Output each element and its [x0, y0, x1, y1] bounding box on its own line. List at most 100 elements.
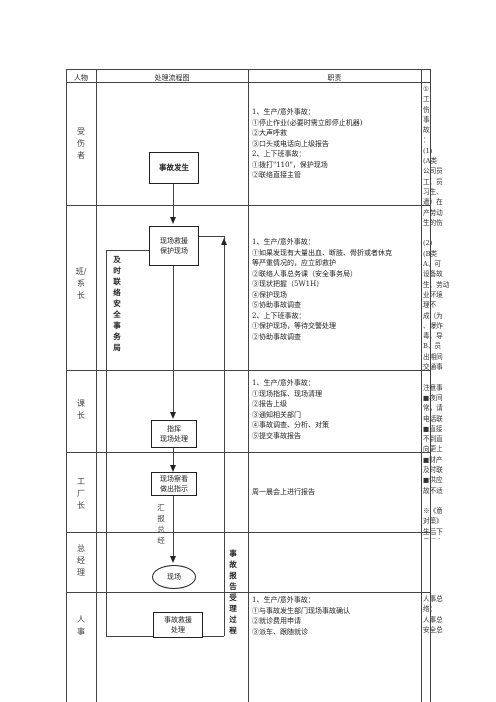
notes-line: A、可: [423, 260, 441, 269]
duty-plant-manager: 周一晨会上进行报告: [252, 488, 315, 496]
notes-line: [423, 228, 496, 238]
notes-line: (A类: [423, 157, 437, 166]
duty-hr-line: ③派车、跟随就诊: [252, 627, 308, 636]
duty-section-line: ③通知相关部门: [252, 410, 301, 419]
duty-leader-line: ②协助事故调查: [252, 332, 301, 341]
notes-line: 事: [423, 115, 430, 124]
flow-arrow-1: [170, 217, 176, 224]
flow-box-command-line1: 指挥: [167, 425, 181, 433]
notes-line: (B类: [423, 249, 438, 258]
role-section-chief: 课长: [77, 399, 85, 420]
notes-line: 日提交: [423, 537, 496, 539]
notes-line: ■财产: [423, 455, 443, 464]
notes-line: 公司员: [423, 167, 443, 176]
duty-hr-line: 1、生产/意外事故：: [252, 596, 315, 604]
notes-line: ■夜间: [423, 393, 443, 402]
hr-notes-line: 人事总: [423, 595, 443, 603]
flow-arrow-3: [170, 465, 176, 472]
notes-line: 遣）在: [423, 198, 443, 207]
notes-line: 理不: [423, 301, 437, 310]
notes-line: [423, 372, 496, 382]
flow-box-accident: 事故发生: [149, 152, 199, 184]
flow-box-inspect-line1: 现场察看: [160, 475, 188, 483]
flow-box-accident-label: 事故发生: [159, 163, 189, 172]
duty-leader-line: ①保护现场，等待交警处理: [252, 322, 336, 330]
col-border-role: [96, 69, 97, 702]
notes-line: 故: [423, 126, 430, 135]
duty-leader: 1、生产/意外事故： ①如果发现有大量出血、断肢、骨折或者休克 等严重情况的，应…: [252, 237, 420, 342]
notes-line: 向更上: [423, 445, 443, 454]
duty-leader-line: ④保护现场: [252, 290, 287, 299]
loop-right-vertical: [224, 236, 225, 636]
notes-line: 不到直: [423, 435, 443, 444]
notes-line: 产劳动: [423, 208, 443, 217]
duty-leader-line: 1、生产/意外事故：: [252, 238, 315, 246]
hr-notes-line: 安全总: [423, 625, 443, 634]
notes-line: 工、员: [423, 177, 443, 186]
flow-connector-4: [173, 496, 174, 556]
flow-arrow-up: [221, 238, 227, 245]
notes-line: 生后下: [423, 527, 443, 536]
header-duty: 职责: [327, 74, 342, 82]
role-hr: 人事: [77, 615, 85, 636]
loop-left-top: [106, 250, 149, 251]
notes-line: 故不适: [423, 486, 443, 495]
notes-line: ■供应: [423, 476, 443, 485]
flow-box-rescue: 现场救援 保护现场: [149, 226, 199, 266]
duty-injured: 1、生产/意外事故： ①停止作业(必要时需立即停止机器) ②大声呼救 ③口头或电…: [252, 107, 420, 181]
flow-arrow-2: [170, 412, 176, 419]
notes-line: 业环境: [423, 290, 443, 299]
role-injured: 受伤者: [77, 127, 85, 160]
notes-line: B、员: [423, 342, 442, 351]
flow-report-right-text: 事故报告受理过程: [229, 549, 237, 635]
flow-box-inspect: 现场察看 做出指示: [151, 472, 197, 496]
hr-notes-line: 络：: [423, 605, 437, 614]
role-leader: 班/系长: [75, 267, 87, 300]
duty-leader-line: 2、上下班事故：: [252, 311, 306, 320]
flow-box-hr-rescue-line2: 处理: [171, 626, 185, 634]
flow-box-rescue-line2: 保护现场: [160, 247, 188, 255]
flow-connector-1: [173, 184, 174, 217]
col-border-duty: [421, 69, 422, 702]
duty-section-line: ①现场指挥、现场清理: [252, 389, 322, 398]
notes-line: 习生、: [423, 187, 443, 196]
notes-line: 交通事: [423, 363, 443, 372]
header-role: 人物: [74, 74, 88, 82]
flow-box-hr-rescue: 事故救援 处理: [153, 612, 203, 638]
col-border-notes: [430, 69, 431, 702]
notes-line: ※《意: [423, 507, 443, 516]
loop-right-bottom: [203, 636, 224, 637]
duty-section-line: ②报告上级: [252, 400, 287, 408]
duty-hr: 1、生产/意外事故： ①与事故发生部门现场事故确认 ②就诊费用申请 ③派车、跟随…: [252, 595, 420, 637]
duty-injured-line: ②联络直接主管: [252, 171, 301, 179]
duty-injured-line: ③口头或电话向上级报告: [252, 139, 329, 148]
notes-line: 对策》: [423, 517, 443, 526]
notes-line: ①: [423, 85, 429, 93]
notes-line: 及时联: [423, 465, 443, 474]
notes-line: [423, 496, 496, 506]
flow-scene-ellipse-label: 现场: [167, 573, 181, 581]
role-general-manager: 总经理: [77, 544, 85, 577]
duty-leader-line: ⑤协助事故调查: [252, 301, 301, 309]
flow-scene-ellipse: 现场: [152, 565, 196, 589]
loop-left-bottom: [106, 636, 153, 637]
duty-injured-line: ①拨打"110"，保护现场: [252, 160, 328, 169]
duty-section-line: ⑤提交事故报告: [252, 431, 301, 440]
notes-line: ：: [423, 136, 430, 145]
duty-section-chief: 1、生产/意外事故： ①现场指挥、现场清理 ②报告上级 ③通知相关部门 ④事故调…: [252, 378, 420, 441]
notes-line: 生的伤: [423, 218, 443, 227]
hr-notes-column: 人事总络：人事总安全总: [423, 594, 496, 694]
duty-injured-line: ①停止作业(必要时需立即停止机器): [252, 118, 363, 127]
flow-connector-3: [173, 448, 174, 465]
notes-line: 出期间: [423, 352, 443, 361]
duty-leader-line: ②联络人事总务课（安全事务局）: [252, 269, 357, 278]
flow-box-command-line2: 现场处理: [160, 435, 188, 443]
notes-line: 注意事: [423, 383, 443, 392]
flow-summary-text: 汇报总经: [157, 503, 165, 545]
notes-line: 生、劳动: [423, 280, 450, 289]
duty-leader-line: ①如果发现有大量出血、断肢、骨折或者休克: [252, 248, 392, 257]
loop-left-vertical: [106, 250, 107, 636]
loop-right-top: [199, 236, 224, 237]
notes-line: 电话联: [423, 414, 443, 423]
notes-line: 设备故: [423, 270, 443, 279]
